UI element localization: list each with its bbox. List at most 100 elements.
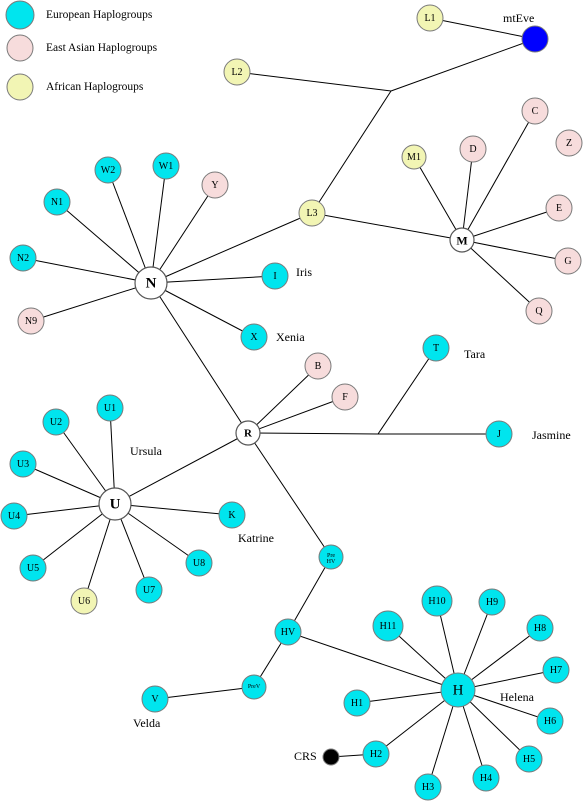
node-circle-n9 <box>17 307 45 335</box>
name-label-iris: Iris <box>296 265 312 279</box>
node-m1: M1 <box>401 144 427 170</box>
node-u1: U1 <box>96 394 124 422</box>
node-circle-z <box>555 129 583 157</box>
edge-u-u2 <box>55 421 116 505</box>
node-g: G <box>554 247 582 275</box>
node-label-h10: H10 <box>428 596 445 607</box>
node-circle-l1 <box>416 4 444 32</box>
legend-swatch-european <box>5 0 35 30</box>
node-label-l2: L2 <box>231 67 242 78</box>
node-label-l3: L3 <box>306 208 317 219</box>
edge-u-u8 <box>114 503 200 564</box>
node-label-n: N <box>146 276 157 292</box>
node-circle-v <box>141 685 169 713</box>
name-label-velda: Velda <box>133 716 161 730</box>
edge-r-b <box>247 365 319 434</box>
node-h10: H10 <box>421 585 453 617</box>
legend-label-east-asian: East Asian Haplogroups <box>46 42 158 54</box>
edge-r-f <box>247 396 346 434</box>
node-c: C <box>521 97 549 125</box>
node-circle-prev <box>241 674 267 700</box>
node-circle-u7 <box>135 576 163 604</box>
node-circle-m <box>449 227 475 253</box>
node-h3: H3 <box>414 773 442 801</box>
node-circle-h <box>440 672 476 708</box>
node-circle-e <box>545 194 573 222</box>
node-circle-w2 <box>94 156 122 184</box>
node-b: B <box>304 352 332 380</box>
edge-n-x <box>150 282 255 338</box>
edge-n-i <box>150 275 276 284</box>
node-circle-h6 <box>536 707 564 735</box>
node-crs <box>322 748 340 766</box>
node-label-y: Y <box>211 180 218 191</box>
node-label-w2: W2 <box>101 165 115 176</box>
node-label-u: U <box>110 497 121 513</box>
node-label-u4: U4 <box>8 511 20 522</box>
edge-r-joint <box>247 432 379 435</box>
node-label-h6: H6 <box>544 716 556 727</box>
node-e: E <box>545 194 573 222</box>
node-circle-h8 <box>526 614 554 642</box>
edge-m-d <box>461 148 474 241</box>
name-label-jasmine: Jasmine <box>532 428 571 442</box>
node-circle-c <box>521 97 549 125</box>
name-label-helena: Helena <box>500 690 535 704</box>
node-j: J <box>485 420 513 448</box>
node-circle-y <box>201 171 229 199</box>
node-label-u5: U5 <box>27 563 39 574</box>
node-z: Z <box>555 129 583 157</box>
node-label-m: M <box>456 234 467 248</box>
node-u3: U3 <box>9 450 37 478</box>
node-circle-k <box>218 501 246 529</box>
node-l1: L1 <box>416 4 444 32</box>
edge-prev-v <box>154 686 255 700</box>
node-label-u7: U7 <box>143 585 155 596</box>
node-label-e: E <box>556 203 562 214</box>
node-label-h7: H7 <box>550 665 562 676</box>
node-label-j: J <box>497 429 501 440</box>
edge-joint-t <box>377 347 437 435</box>
node-l2: L2 <box>223 58 251 86</box>
node-label-u2: U2 <box>50 417 62 428</box>
node-i: I <box>261 262 289 290</box>
node-label-x: X <box>250 332 258 343</box>
node-label-c: C <box>532 106 539 117</box>
node-circle-prehv <box>318 544 344 570</box>
node-u2: U2 <box>42 408 70 436</box>
node-label-h8: H8 <box>534 623 546 634</box>
node-d: D <box>459 135 487 163</box>
name-label-xenia: Xenia <box>276 330 305 344</box>
node-l3: L3 <box>298 199 326 227</box>
node-h1: H1 <box>343 689 371 717</box>
edge-n-w2 <box>107 169 152 284</box>
node-circle-h1 <box>343 689 371 717</box>
node-circle-b <box>304 352 332 380</box>
node-circle-l2 <box>223 58 251 86</box>
node-label-t: T <box>433 343 439 354</box>
legend-swatch-east-asian <box>6 34 34 62</box>
node-circle-l3 <box>298 199 326 227</box>
node-label-n9: N9 <box>25 316 37 327</box>
node-label-z: Z <box>566 138 572 149</box>
node-u4: U4 <box>0 502 28 530</box>
edge-n-r <box>150 282 249 434</box>
name-label-tara: Tara <box>464 347 486 361</box>
node-n1: N1 <box>43 188 71 216</box>
legend-label-african: African Haplogroups <box>46 81 144 93</box>
edge-m-g <box>461 239 569 262</box>
name-label-ursula: Ursula <box>130 444 163 458</box>
node-h9: H9 <box>478 588 506 616</box>
edge-n-y <box>150 184 216 284</box>
node-circle-h3 <box>414 773 442 801</box>
node-mteve <box>521 25 549 53</box>
node-circle-x <box>240 323 268 351</box>
edge-prehv-hv <box>287 556 332 633</box>
tree-edges <box>13 17 569 788</box>
node-circle-w1 <box>152 152 180 180</box>
edge-mteve-joint <box>390 38 536 92</box>
node-circle-u1 <box>96 394 124 422</box>
node-label-i: I <box>273 271 276 282</box>
